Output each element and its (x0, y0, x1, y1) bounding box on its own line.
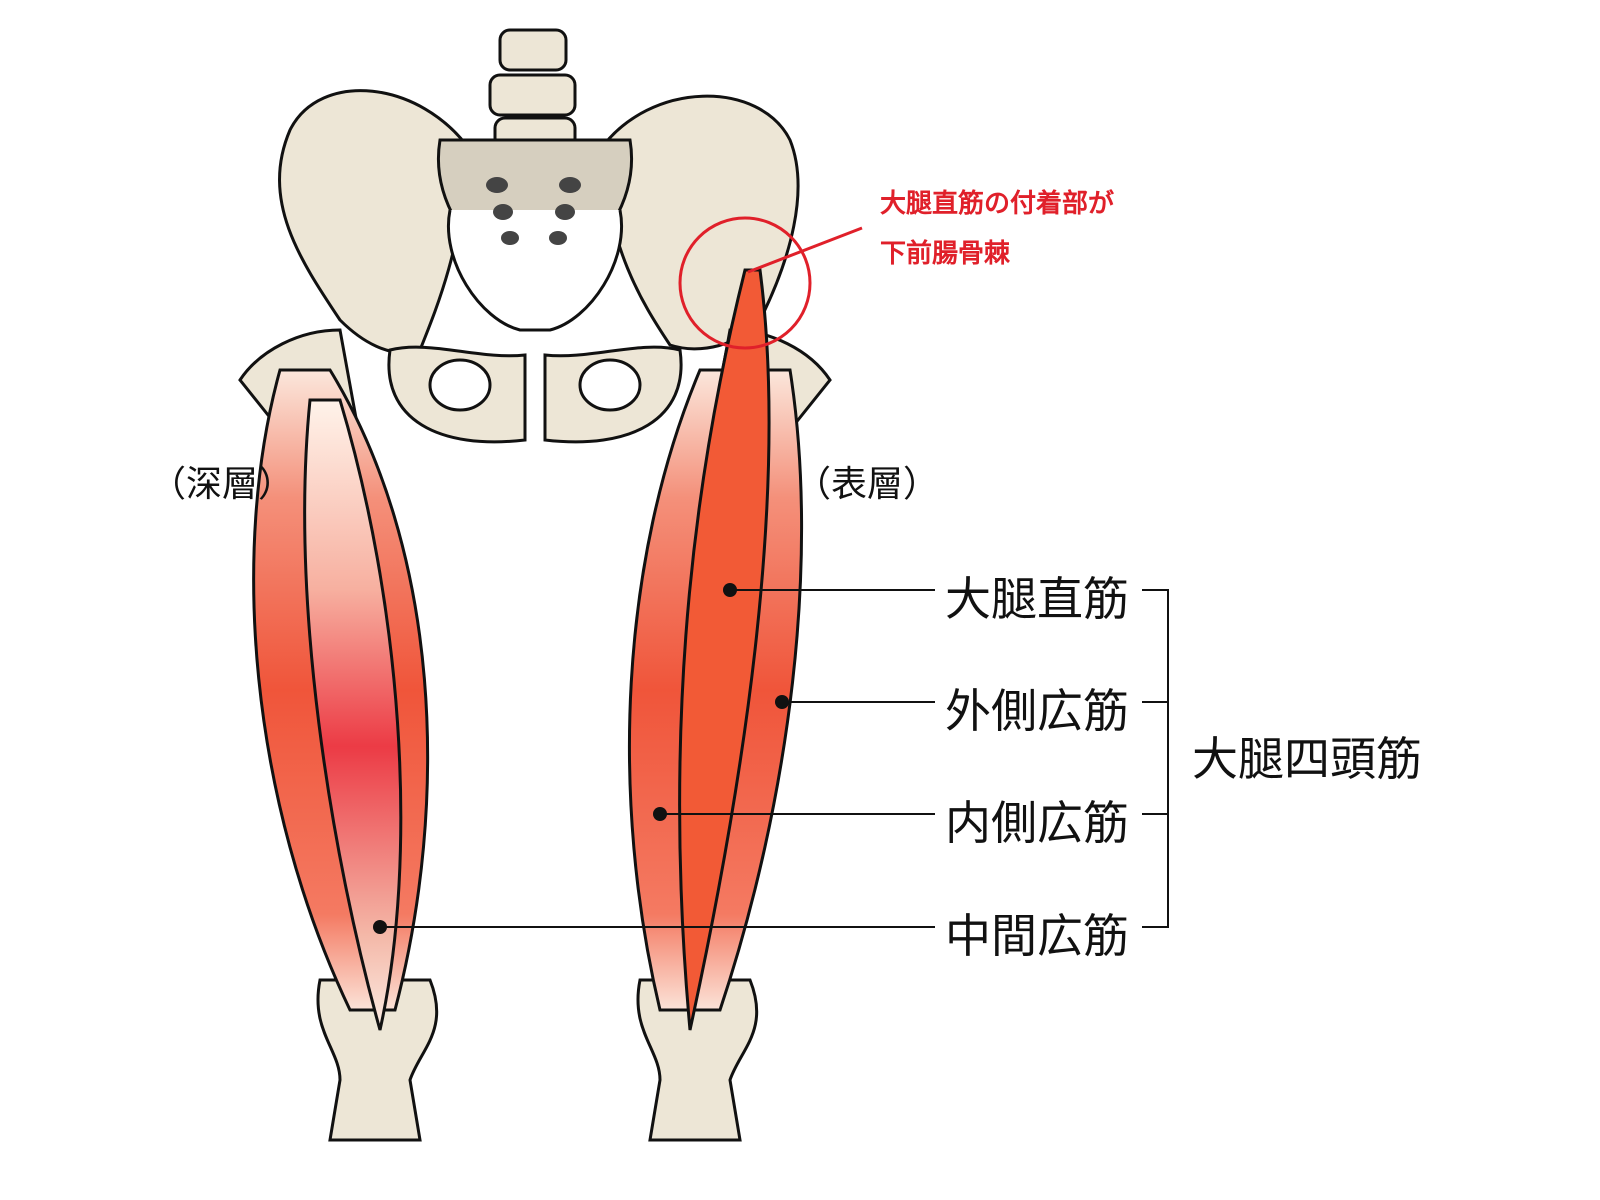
superficial-layer-label: （表層） (795, 464, 940, 505)
annotation-line-2: 下前腸骨棘 (880, 239, 1011, 269)
leader-lines (380, 589, 1169, 928)
marker-dots (373, 583, 789, 934)
origin-highlight (678, 216, 863, 350)
deep-layer-label: （深層） (150, 464, 295, 505)
sacral-foramina (486, 177, 581, 245)
deep-layer-muscles (252, 368, 430, 1031)
annotation-line-1: 大腿直筋の付着部が (880, 189, 1115, 219)
leg-bones (238, 328, 832, 1142)
label-rectus-femoris: 大腿直筋 (945, 572, 1129, 626)
label-vastus-lateralis: 外側広筋 (945, 684, 1129, 738)
label-vastus-intermedius: 中間広筋 (945, 909, 1129, 963)
label-quadriceps: 大腿四頭筋 (1192, 732, 1422, 786)
superficial-layer-muscles (628, 268, 804, 1031)
label-vastus-medialis: 内側広筋 (945, 796, 1129, 850)
